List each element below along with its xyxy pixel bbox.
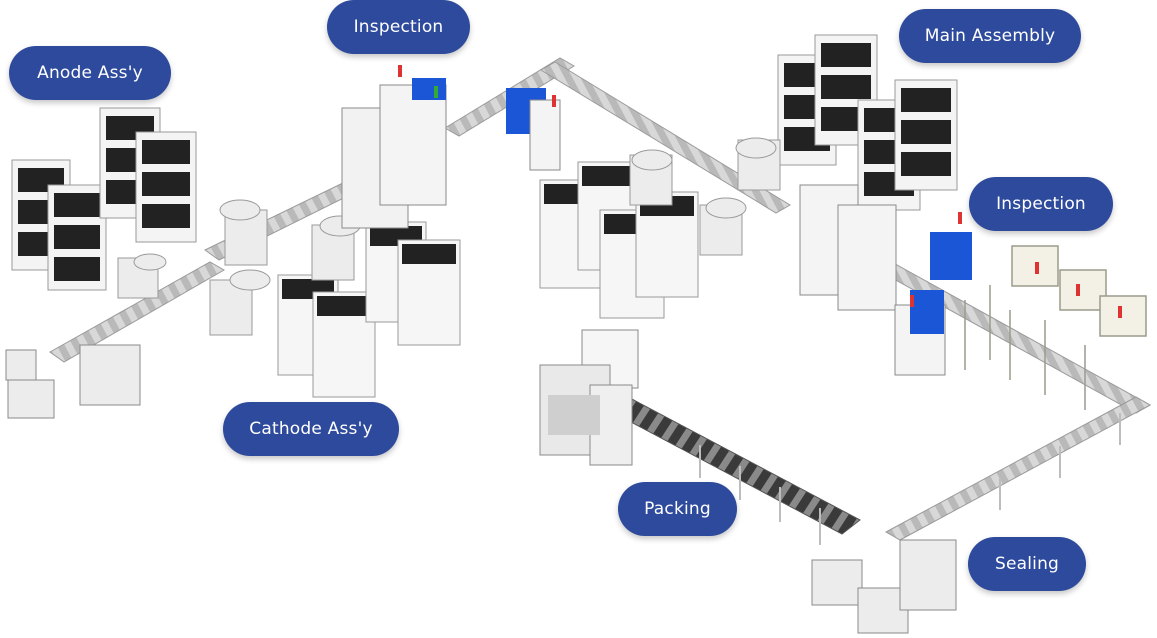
label-main-assembly: Main Assembly: [899, 9, 1081, 63]
sealing-frames: [964, 245, 1147, 410]
cathode-cabinets: [277, 221, 461, 398]
conveyor-bottom-right: [884, 396, 1152, 541]
main-assembly-storage-racks: [777, 34, 958, 211]
inspection-station-right: [894, 212, 972, 376]
conveyor-top-right: [540, 61, 791, 214]
robot-arms: [5, 344, 957, 634]
label-cathode-assembly: Cathode Ass'y: [223, 402, 399, 456]
main-assembly-stations: [799, 184, 897, 311]
anode-storage-racks: [11, 107, 197, 291]
packing-machine: [539, 329, 639, 466]
label-inspection-right: Inspection: [969, 177, 1113, 231]
bowl-feeder-stations: [117, 137, 781, 336]
label-sealing: Sealing: [968, 537, 1086, 591]
label-anode-assembly: Anode Ass'y: [9, 46, 171, 100]
inspection-station-top: [341, 65, 561, 229]
label-packing: Packing: [618, 482, 737, 536]
center-cabinets: [539, 161, 699, 319]
label-inspection-top: Inspection: [327, 0, 470, 54]
